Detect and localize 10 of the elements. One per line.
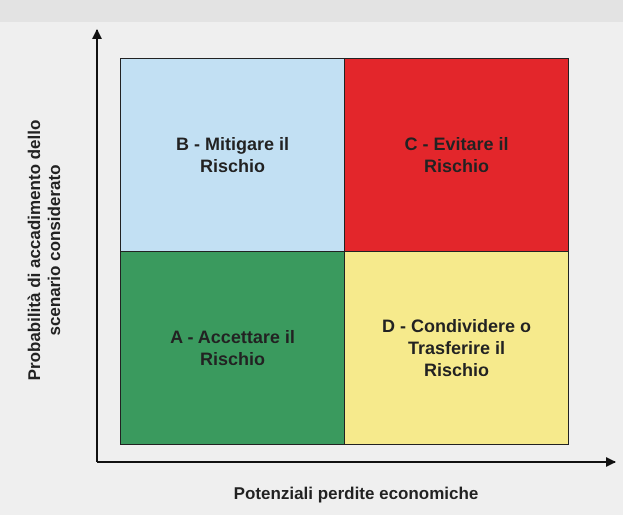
quadrant-label: B - Mitigare il Rischio <box>174 133 290 177</box>
quadrant-label: C - Evitare il Rischio <box>403 133 510 177</box>
quadrant-box <box>120 58 345 252</box>
quadrant-box <box>120 251 345 445</box>
x-axis-title: Potenziali perdite economiche <box>232 484 480 504</box>
quadrant-label: D - Condividere o Trasferire il Rischio <box>382 315 532 381</box>
quadrant-box <box>344 58 569 252</box>
quadrant-box <box>344 251 569 445</box>
quadrant-label: A - Accettare il Rischio <box>169 326 296 370</box>
y-axis-title: Probabilità di accadimento dello scenario considerato <box>25 118 65 382</box>
